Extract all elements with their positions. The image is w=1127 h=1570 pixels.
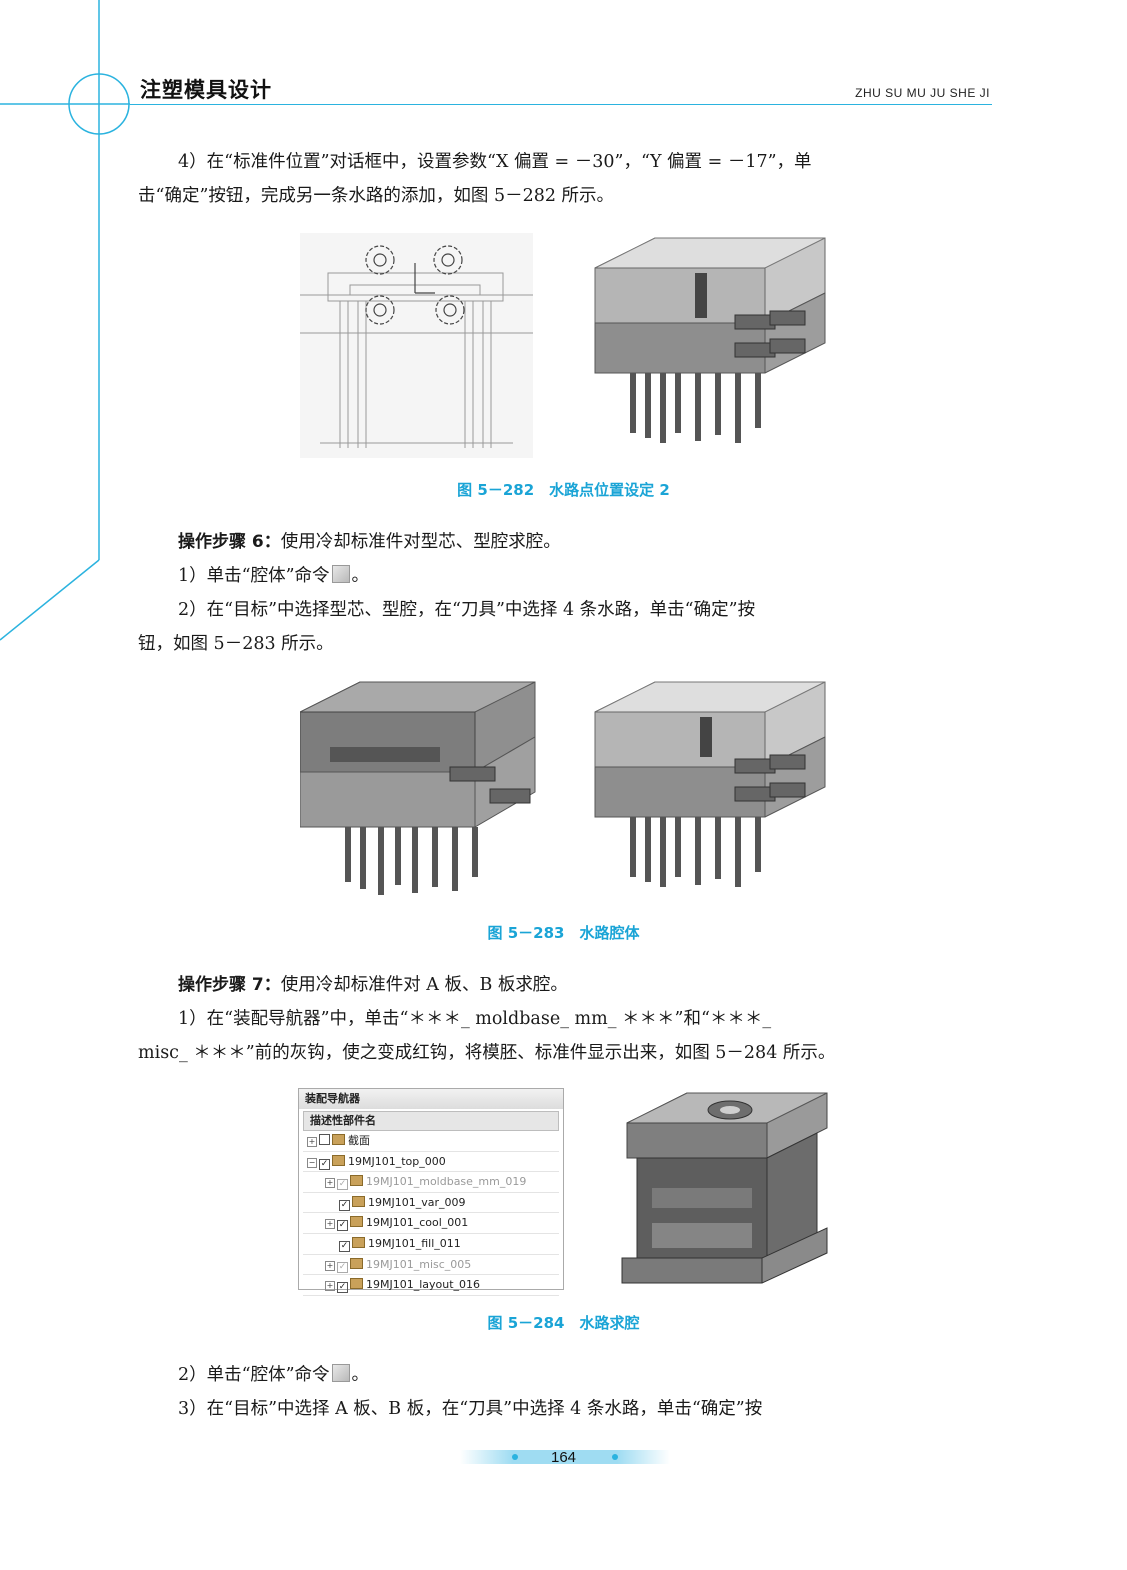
assembly-icon: [350, 1278, 363, 1290]
navigator-row-label: 19MJ101_top_000: [348, 1154, 446, 1168]
navigator-row-layout[interactable]: +✓ 19MJ101_layout_016: [303, 1275, 559, 1296]
figure-282-image: [300, 233, 830, 458]
part-icon: [352, 1195, 365, 1207]
step-6-item-1-text: 1）单击“腔体”命令: [178, 566, 330, 586]
assembly-icon: [350, 1175, 363, 1187]
assembly-navigator-panel: 装配导航器 描述性部件名 +截面 −✓19MJ101_top_000 +✓19M…: [298, 1088, 564, 1296]
navigator-row-label: 19MJ101_layout_016: [366, 1278, 481, 1292]
expand-icon[interactable]: +: [325, 1281, 335, 1292]
cavity-command-icon: [331, 565, 350, 583]
paragraph-line: 2）在“目标”中选择型芯、型腔，在“刀具”中选择 4 条水路，单击“确定”按: [178, 600, 756, 620]
step-7-text: 使用冷却标准件对 A 板、B 板求腔。: [280, 975, 568, 995]
navigator-row-fill[interactable]: ✓ 19MJ101_fill_011: [303, 1234, 559, 1255]
step-6-item-1: 1）单击“腔体”命令 。: [138, 559, 992, 593]
part-icon: [352, 1236, 365, 1248]
navigator-row-section[interactable]: + 截面: [303, 1131, 559, 1152]
folder-icon: [332, 1134, 345, 1145]
step-6-label: 操作步骤 6：: [178, 532, 281, 552]
running-header-title: 注塑模具设计: [140, 78, 272, 102]
paragraph-line: 4）在“标准件位置”对话框中，设置参数“X 偏置 = －30”，“Y 偏置 = …: [178, 152, 812, 172]
expand-icon[interactable]: +: [325, 1219, 335, 1230]
navigator-row-label: 截面: [348, 1134, 370, 1147]
paragraph-step-6: 操作步骤 6：使用冷却标准件对型芯、型腔求腔。 1）单击“腔体”命令 。 2）在“…: [138, 525, 992, 661]
assembly-icon: [332, 1154, 345, 1166]
collapse-icon[interactable]: −: [307, 1157, 317, 1168]
step-6-text: 使用冷却标准件对型芯、型腔求腔。: [280, 532, 561, 552]
navigator-row-label: 19MJ101_var_009: [368, 1195, 466, 1209]
expand-icon[interactable]: +: [325, 1178, 335, 1189]
paragraph-step-7: 操作步骤 7：使用冷却标准件对 A 板、B 板求腔。 1）在“装配导航器”中，单…: [138, 968, 992, 1070]
assembly-icon: [350, 1216, 363, 1228]
navigator-row-cool[interactable]: +✓ 19MJ101_cool_001: [303, 1213, 559, 1234]
checkbox-grey-icon[interactable]: ✓: [337, 1179, 348, 1191]
checkbox-grey-icon[interactable]: ✓: [337, 1261, 348, 1273]
step-7-item-2-end: 。: [351, 1365, 370, 1385]
step-7-item-2-text: 2）单击“腔体”命令: [178, 1365, 330, 1385]
expand-icon[interactable]: +: [325, 1260, 335, 1271]
figure-284-caption: 图 5－284 水路求腔: [487, 1314, 640, 1332]
expand-icon[interactable]: +: [307, 1137, 317, 1147]
figure-283-caption: 图 5－283 水路腔体: [487, 924, 640, 942]
navigator-row-label: 19MJ101_misc_005: [366, 1257, 472, 1271]
figure-283-image: [300, 677, 830, 899]
page-number-badge: [460, 1450, 670, 1464]
navigator-title: 装配导航器: [299, 1089, 563, 1109]
figure-282-caption: 图 5－282 水路点位置设定 2: [457, 481, 670, 499]
checkbox-checked-icon[interactable]: ✓: [337, 1220, 348, 1232]
navigator-row-top[interactable]: −✓ 19MJ101_top_000: [303, 1152, 559, 1173]
paragraph-line: misc_ ＊＊＊”前的灰钩，使之变成红钩，将模胚、标准件显示出来，如图 5－2…: [138, 1043, 836, 1063]
navigator-row-var[interactable]: ✓ 19MJ101_var_009: [303, 1193, 559, 1214]
paragraph-line: 击“确定”按钮，完成另一条水路的添加，如图 5－282 所示。: [138, 186, 615, 206]
checkbox-icon[interactable]: [319, 1134, 330, 1145]
step-7-heading: 操作步骤 7：使用冷却标准件对 A 板、B 板求腔。: [138, 968, 992, 1002]
checkbox-checked-icon[interactable]: ✓: [339, 1199, 350, 1211]
page-number: 164: [550, 1449, 577, 1466]
running-header-pinyin: ZHU SU MU JU SHE JI: [855, 86, 990, 100]
paragraph-line: 3）在“目标”中选择 A 板、B 板，在“刀具”中选择 4 条水路，单击“确定”…: [178, 1399, 763, 1419]
step-6-heading: 操作步骤 6：使用冷却标准件对型芯、型腔求腔。: [138, 525, 992, 559]
checkbox-checked-icon[interactable]: ✓: [319, 1158, 330, 1170]
step-6-item-1-end: 。: [351, 566, 370, 586]
header-rule: [130, 104, 992, 105]
checkbox-checked-icon[interactable]: ✓: [337, 1282, 348, 1294]
navigator-row-label: 19MJ101_fill_011: [368, 1236, 461, 1250]
checkbox-checked-icon[interactable]: ✓: [339, 1240, 350, 1252]
assembly-icon: [350, 1257, 363, 1269]
paragraph-line: 1）在“装配导航器”中，单击“＊＊＊_ moldbase_ mm_ ＊＊＊”和“…: [178, 1009, 772, 1029]
step-7-label: 操作步骤 7：: [178, 975, 281, 995]
paragraph-step-7-continued: 2）单击“腔体”命令 。 3）在“目标”中选择 A 板、B 板，在“刀具”中选择 …: [138, 1358, 992, 1426]
navigator-row-label: 19MJ101_cool_001: [366, 1216, 469, 1230]
figure-284-mold-image: [612, 1088, 830, 1288]
navigator-row-moldbase[interactable]: +✓ 19MJ101_moldbase_mm_019: [303, 1172, 559, 1193]
navigator-row-misc[interactable]: +✓ 19MJ101_misc_005: [303, 1255, 559, 1276]
navigator-row-label: 19MJ101_moldbase_mm_019: [366, 1175, 527, 1189]
paragraph-step-4: 4）在“标准件位置”对话框中，设置参数“X 偏置 = －30”，“Y 偏置 = …: [138, 145, 992, 213]
navigator-column-header: 描述性部件名: [303, 1111, 559, 1131]
cavity-command-icon: [331, 1364, 350, 1382]
paragraph-line: 钮，如图 5－283 所示。: [138, 634, 334, 654]
step-7-item-2: 2）单击“腔体”命令 。: [138, 1358, 992, 1392]
